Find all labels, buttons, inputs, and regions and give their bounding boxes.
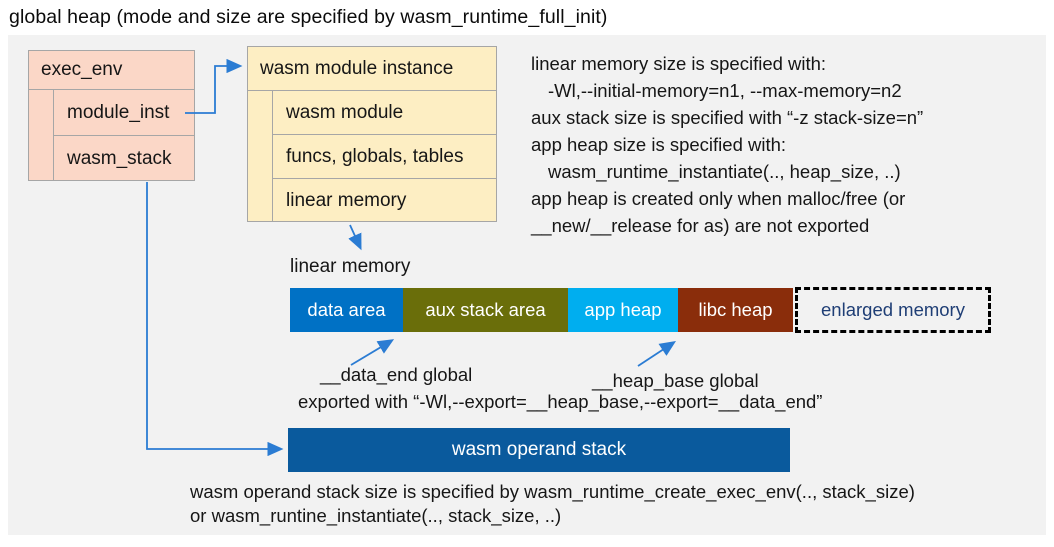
module-row-wasm-module: wasm module [273,91,496,135]
exec-env-row-module-inst: module_inst [54,90,194,136]
wasm-operand-stack-bar: wasm operand stack [288,428,790,472]
segment-libc-heap: libc heap [678,288,793,332]
note-line: wasm_runtime_instantiate(.., heap_size, … [548,161,901,182]
data-end-global-label: __data_end global [320,364,473,385]
footer-line: or wasm_runtine_instantiate(.., stack_si… [190,504,562,526]
footer-line: wasm operand stack size is specified by … [190,481,915,502]
heap-base-global-label: __heap_base global [592,370,759,391]
operand-stack-notes: wasm operand stack size is specified by … [190,480,915,527]
exec-env-box: exec_env module_inst wasm_stack [28,50,195,181]
module-row-linear-memory: linear memory [286,190,407,211]
segment-app-heap: app heap [568,288,678,332]
exec-env-row-wasm-stack: wasm_stack [67,148,172,169]
wasm-module-instance-header: wasm module instance [248,47,496,91]
linear-memory-bar: data area aux stack area app heap libc h… [290,288,793,332]
note-line: -Wl,--initial-memory=n1, --max-memory=n2 [548,80,902,101]
page-title: global heap (mode and size are specified… [9,6,608,28]
linear-memory-label: linear memory [290,256,411,277]
size-notes: linear memory size is specified with: -W… [531,50,1046,239]
exec-env-header: exec_env [29,51,194,90]
wasm-module-instance-box: wasm module instance wasm module funcs, … [247,46,497,222]
exported-with-label: exported with “-Wl,--export=__heap_base,… [298,391,823,412]
wasm-module-instance-rows: wasm module funcs, globals, tables linea… [272,91,497,222]
segment-enlarged-memory: enlarged memory [795,287,991,333]
note-line: app heap size is specified with: [531,134,787,155]
note-line: app heap is created only when malloc/fre… [531,188,906,209]
note-line: linear memory size is specified with: [531,53,827,74]
note-line: __new/__release for as) are not exported [531,215,870,236]
module-row-funcs-globals-tables: funcs, globals, tables [273,135,496,179]
segment-data-area: data area [290,288,403,332]
note-line: aux stack size is specified with “-z sta… [531,107,924,128]
exec-env-rows: module_inst wasm_stack [53,90,195,181]
segment-aux-stack-area: aux stack area [403,288,568,332]
